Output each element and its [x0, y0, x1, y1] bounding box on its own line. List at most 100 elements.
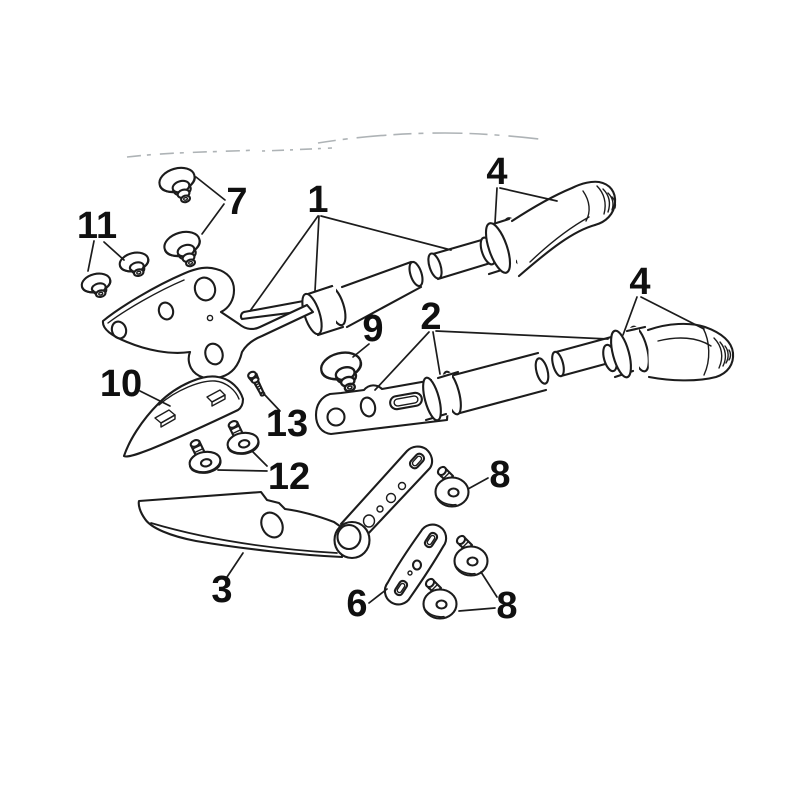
- part-2-lower-handle-assembly: [314, 322, 735, 436]
- flat-arm-slot-inner: [393, 395, 419, 407]
- tube-body: [454, 353, 546, 413]
- button-fastener: [422, 576, 458, 620]
- flange-screw: [222, 415, 262, 458]
- pivot-boss: [333, 520, 371, 560]
- leader-part-4-upper: [494, 187, 558, 224]
- diagram-line: [610, 329, 632, 379]
- callout-part-4-upper: 4: [486, 151, 507, 193]
- callout-part-2: 2: [420, 296, 441, 338]
- callout-part-3: 3: [211, 569, 232, 611]
- callout-part-4-lower: 4: [629, 261, 650, 303]
- leader-part-8-upper: [467, 477, 489, 490]
- grip-groove-line: [529, 216, 590, 263]
- diagram-line: [306, 284, 345, 337]
- callout-part-6: 6: [346, 583, 367, 625]
- leader-part-1: [249, 215, 452, 312]
- part-6-link: [383, 523, 448, 606]
- blade-outline: [137, 490, 346, 559]
- leader-part-4-lower: [622, 296, 705, 336]
- grip-top-edge: [510, 180, 617, 227]
- button-fastener: [434, 464, 470, 508]
- handle-flat-arm: [314, 375, 452, 436]
- diagram-line: [422, 376, 442, 422]
- leader-part-11: [87, 240, 125, 272]
- flat-arm-hole: [326, 407, 346, 427]
- diagram-line: [648, 323, 734, 381]
- flat-arm-outline: [314, 375, 452, 436]
- part-9-bumper-washer: [317, 347, 369, 398]
- sketch-outline-line: [126, 132, 540, 158]
- leader-part-13: [263, 393, 281, 412]
- blade-edge-line: [150, 522, 338, 554]
- diagram-line: [596, 185, 606, 215]
- guard-inner-edge: [158, 380, 240, 406]
- flat-arm-hole: [359, 396, 377, 418]
- grip-ribs: [596, 185, 617, 215]
- bracket-thickness-line: [107, 279, 185, 324]
- leader-lines: [87, 176, 705, 612]
- diagram-line: [713, 337, 723, 369]
- grip-bottom-edge: [647, 351, 735, 382]
- arm-collar: [422, 370, 462, 422]
- grip-groove-line: [657, 337, 712, 347]
- bracket-hole: [204, 342, 224, 366]
- bracket-hole: [110, 320, 128, 340]
- blade-hole: [260, 511, 284, 539]
- callout-part-10: 10: [100, 363, 142, 405]
- handle-grip-upper: [510, 180, 617, 278]
- grip-bottom-edge: [517, 223, 597, 278]
- lever-arm-slot-inner: [411, 455, 423, 467]
- sketch-stroke: [126, 149, 259, 158]
- callout-part-8-upper: 8: [489, 454, 510, 496]
- leader-part-6: [368, 588, 388, 604]
- callout-part-13: 13: [266, 403, 308, 445]
- bracket-outline: [101, 266, 315, 380]
- bumper: [155, 162, 202, 209]
- lever-arm-hole: [385, 492, 397, 504]
- diagram-line: [484, 222, 512, 274]
- flat-arm-slot: [389, 391, 423, 411]
- handle-grip-lower: [646, 322, 735, 382]
- lever-arm-hole: [362, 514, 376, 528]
- tube-edge: [452, 351, 548, 415]
- part-13-pin: [247, 370, 266, 397]
- leader-part-2: [374, 330, 609, 391]
- lever-arm-hole: [376, 505, 384, 513]
- diagram-line: [611, 196, 617, 209]
- link-small-hole: [407, 570, 413, 576]
- guard-slot-face: [211, 394, 226, 407]
- tube-break-end: [551, 350, 565, 378]
- sketch-stroke: [261, 147, 333, 152]
- bumper: [160, 226, 207, 273]
- leader-part-7: [195, 176, 226, 235]
- part-1-upper-handle-assembly: [101, 180, 617, 380]
- tube-break-end: [534, 357, 550, 385]
- diagram-line: [512, 181, 616, 276]
- tube-body: [342, 262, 421, 327]
- bracket-hole-small: [206, 314, 214, 322]
- callout-labels: 7 11 1 4 9 2 4 10 13 12 3 6 8 8: [77, 151, 651, 627]
- callout-part-11: 11: [77, 205, 117, 247]
- tube-break-end: [427, 252, 443, 280]
- flange-screw: [184, 434, 224, 477]
- grip-seam-line: [702, 327, 710, 376]
- bracket-hole: [193, 276, 217, 302]
- tube-edge: [340, 260, 423, 329]
- leader-part-12: [217, 450, 268, 472]
- pivot-boss-inner: [336, 523, 362, 551]
- tube-collar: [301, 284, 347, 337]
- grip-seam-line: [582, 190, 590, 222]
- sketch-stroke: [317, 132, 540, 144]
- part-10-guard: [122, 375, 245, 458]
- diagram-line: [724, 345, 729, 364]
- diagram-line: [255, 382, 262, 391]
- callout-part-9: 9: [362, 308, 383, 350]
- small-nut: [116, 248, 153, 281]
- small-nut: [78, 269, 115, 302]
- grip-collar: [602, 325, 650, 379]
- grip-top-edge: [646, 322, 735, 355]
- part-3-blade-assembly: [137, 445, 434, 560]
- part-7-bumpers: [155, 162, 207, 273]
